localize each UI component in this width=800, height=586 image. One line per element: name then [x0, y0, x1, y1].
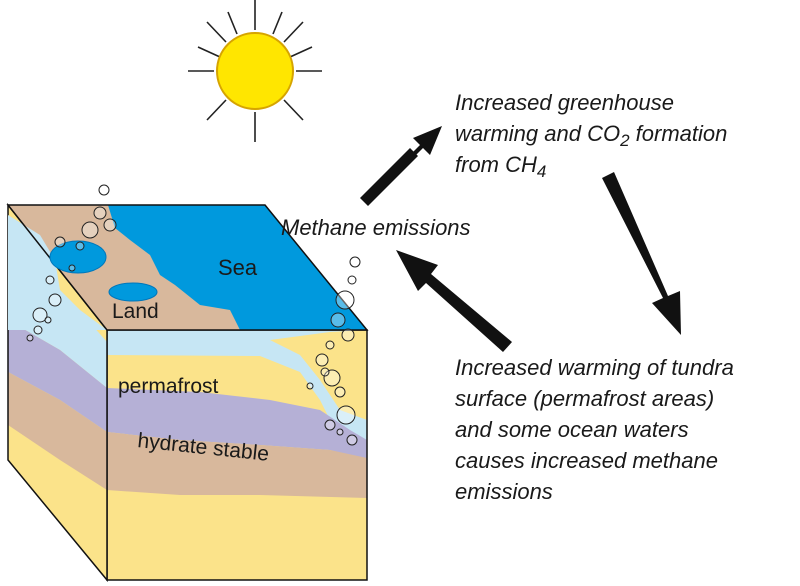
arrow-to-warming-icon	[602, 172, 681, 335]
greenhouse-line-2: warming and CO2 formation	[455, 121, 727, 150]
co2-subscript: 2	[619, 131, 630, 150]
greenhouse-line-1: Increased greenhouse	[455, 90, 674, 115]
methane-emissions-label: Methane emissions	[281, 215, 471, 240]
warming-text: Increased warming of tundra surface (per…	[455, 355, 734, 504]
arrow-to-greenhouse-icon	[360, 126, 442, 206]
warming-line-4: causes increased methane	[455, 448, 718, 473]
sun-icon	[188, 0, 322, 142]
block-side-face	[106, 329, 368, 581]
methane-bubbles	[26, 184, 361, 446]
greenhouse-line-2-post: formation	[630, 121, 728, 146]
greenhouse-line-3-pre: from CH	[455, 152, 537, 177]
warming-line-5: emissions	[455, 479, 553, 504]
sea-label: Sea	[218, 255, 258, 280]
greenhouse-text: Increased greenhouse warming and CO2 for…	[455, 90, 727, 181]
greenhouse-line-3: from CH4	[455, 152, 546, 181]
warming-line-3: and some ocean waters	[455, 417, 689, 442]
block-top-face	[6, 204, 369, 331]
greenhouse-line-2-pre: warming and CO	[455, 121, 620, 146]
arrow-to-methane-icon	[396, 250, 512, 352]
warming-line-1: Increased warming of tundra	[455, 355, 734, 380]
land-label: Land	[112, 300, 159, 323]
ch4-subscript: 4	[537, 162, 546, 181]
permafrost-label: permafrost	[118, 375, 219, 398]
warming-line-2: surface (permafrost areas)	[455, 386, 714, 411]
